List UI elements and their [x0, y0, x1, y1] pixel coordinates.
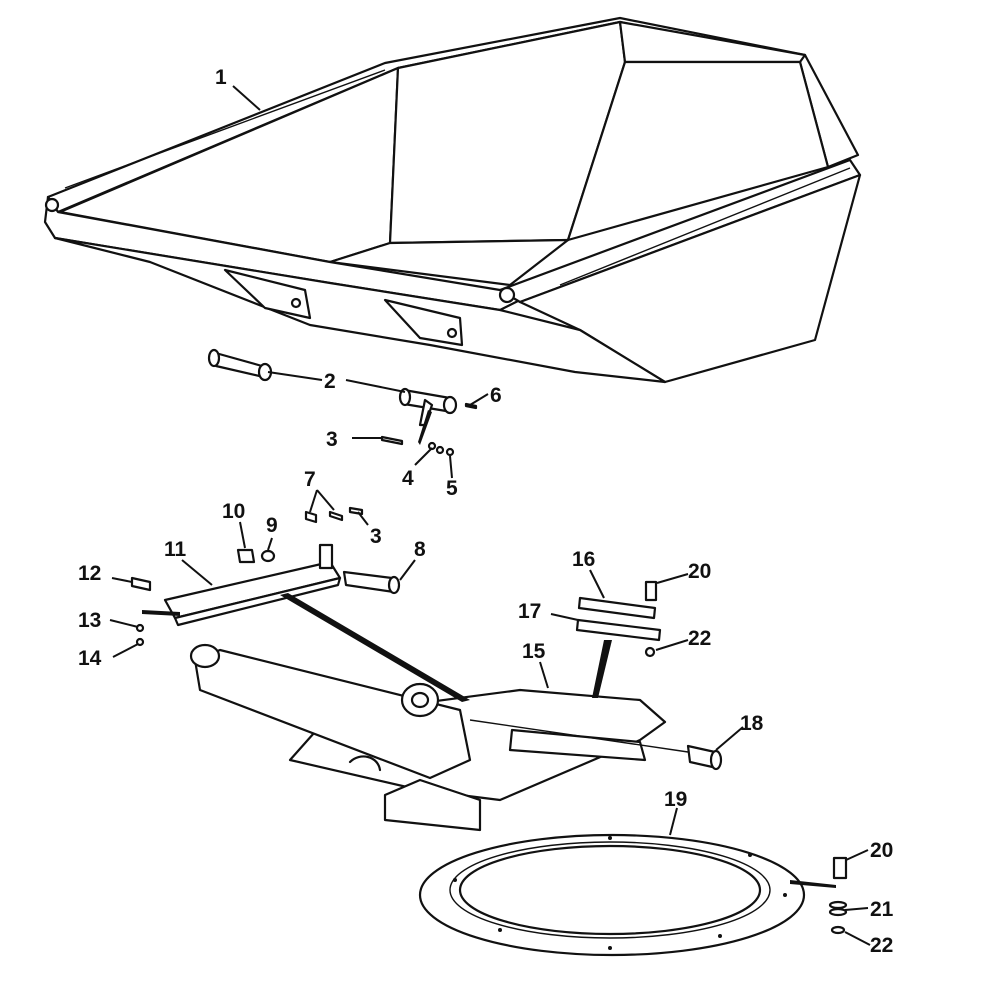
callout-17: 17: [518, 600, 541, 623]
callout-20a: 20: [688, 560, 711, 583]
callout-5: 5: [446, 477, 458, 500]
callout-2: 2: [324, 370, 336, 393]
callout-7: 7: [304, 468, 316, 491]
callout-19: 19: [664, 788, 687, 811]
callout-22a: 22: [688, 627, 711, 650]
callout-8: 8: [414, 538, 426, 561]
hinge-pin-part: [207, 348, 273, 382]
callout-10: 10: [222, 500, 245, 523]
ring-hardware-20-21-22: [790, 856, 848, 935]
callout-20b: 20: [870, 839, 893, 862]
callout-3a: 3: [326, 428, 338, 451]
bushing-18-part: [469, 719, 723, 771]
callout-13: 13: [78, 609, 101, 632]
callout-22b: 22: [870, 934, 893, 957]
bushing-assembly-part: [398, 387, 458, 445]
callout-3b: 3: [370, 525, 382, 548]
leader-lines: [109, 85, 871, 946]
callout-15: 15: [522, 640, 546, 663]
hopper-part: [43, 16, 862, 384]
callout-6: 6: [490, 384, 502, 407]
callout-18: 18: [740, 712, 764, 735]
callout-9: 9: [266, 514, 278, 537]
arm-assembly-part: [130, 506, 401, 647]
callout-12: 12: [78, 562, 101, 585]
straps-part: [575, 580, 662, 698]
callout-21: 21: [870, 898, 894, 921]
callout-1: 1: [215, 66, 227, 89]
callout-16: 16: [572, 548, 595, 571]
callout-labels: 1 2 6 3 4 5 7 3 10 9 8 11 12 13 14 16 17…: [78, 66, 894, 957]
bearing-ring-part: [418, 833, 806, 957]
callout-11: 11: [164, 538, 187, 561]
callout-4: 4: [402, 467, 414, 490]
callout-14: 14: [78, 647, 102, 670]
turntable-frame-part: [189, 593, 667, 832]
